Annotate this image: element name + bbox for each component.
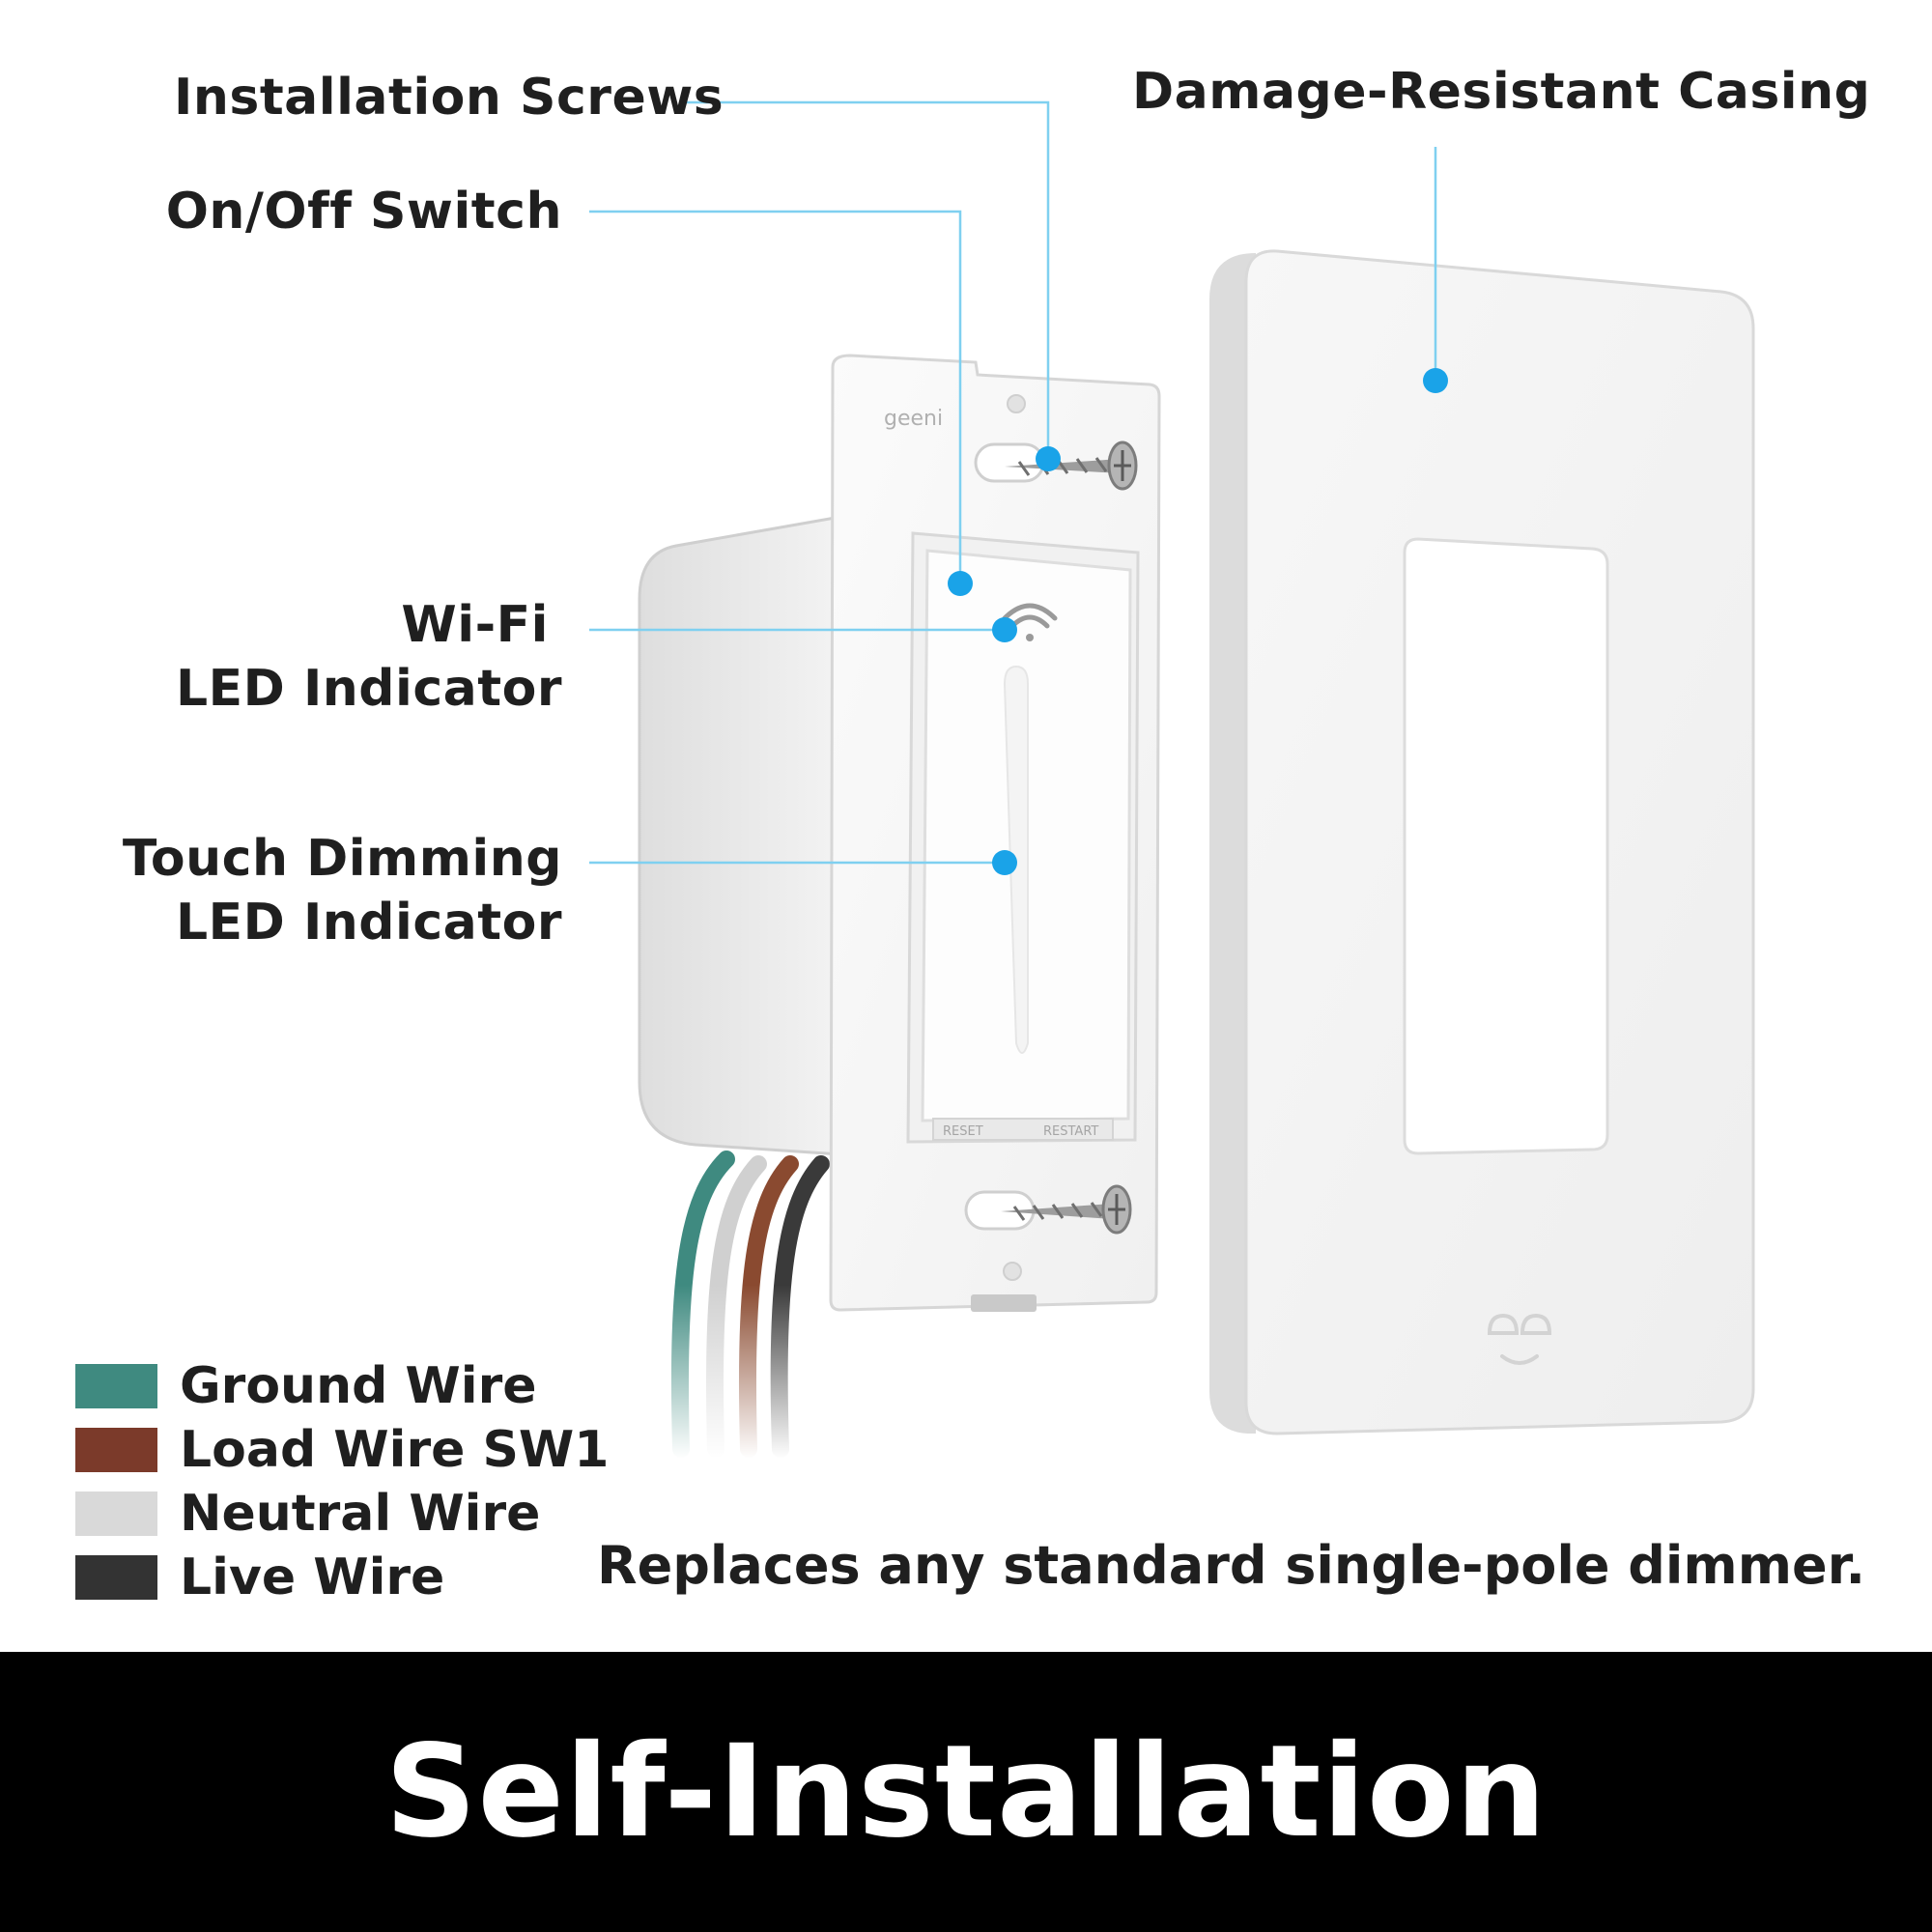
- cover-plate-edge: [1209, 253, 1256, 1434]
- dot-screws: [1036, 446, 1061, 471]
- plate-hole-top: [1007, 394, 1026, 413]
- label-on-off-switch: On/Off Switch: [165, 183, 562, 241]
- legend-label-live: Live Wire: [180, 1548, 445, 1606]
- plate-hole-bottom: [1003, 1262, 1022, 1281]
- wire-fade: [657, 1285, 811, 1459]
- plate-bottom-tab: [971, 1294, 1037, 1312]
- callout-line-screws: [684, 100, 1050, 459]
- cover-plate-opening: [1403, 537, 1609, 1155]
- label-touch-line1: Touch Dimming: [122, 830, 562, 888]
- reset-mark: RESET: [943, 1124, 983, 1139]
- banner-title: Self-Installation: [384, 1718, 1548, 1866]
- label-wifi-line1: Wi-Fi: [401, 596, 549, 654]
- tagline: Replaces any standard single-pole dimmer…: [597, 1535, 1866, 1596]
- label-wifi-line2: LED Indicator: [176, 660, 562, 718]
- legend-label-ground: Ground Wire: [180, 1357, 537, 1415]
- label-touch-line2: LED Indicator: [176, 894, 562, 952]
- legend-label-neutral: Neutral Wire: [180, 1485, 541, 1543]
- dot-touch: [992, 850, 1017, 875]
- dot-switch: [948, 571, 973, 596]
- restart-mark: RESTART: [1043, 1124, 1098, 1139]
- legend-swatch-neutral: [75, 1492, 157, 1536]
- dot-casing: [1423, 368, 1448, 393]
- brand-mark-plate: geeni: [884, 407, 943, 431]
- screw-bottom: [1001, 1184, 1132, 1235]
- dot-wifi: [992, 617, 1017, 642]
- button-strip: [932, 1118, 1114, 1141]
- back-housing: [638, 515, 842, 1156]
- bottom-banner: Self-Installation: [0, 1652, 1932, 1932]
- callout-line-switch: [589, 210, 962, 583]
- legend-swatch-ground: [75, 1364, 157, 1408]
- callout-lines: [589, 100, 1437, 865]
- label-installation-screws: Installation Screws: [174, 69, 724, 127]
- screw-slot-top: [974, 442, 1045, 483]
- label-damage-resistant-casing: Damage-Resistant Casing: [1132, 63, 1871, 121]
- legend-swatch-live: [75, 1555, 157, 1600]
- legend-label-load: Load Wire SW1: [180, 1421, 610, 1479]
- callout-dots: [948, 368, 1448, 875]
- legend-swatch-load: [75, 1428, 157, 1472]
- geeni-logo-cover: [1487, 1313, 1552, 1365]
